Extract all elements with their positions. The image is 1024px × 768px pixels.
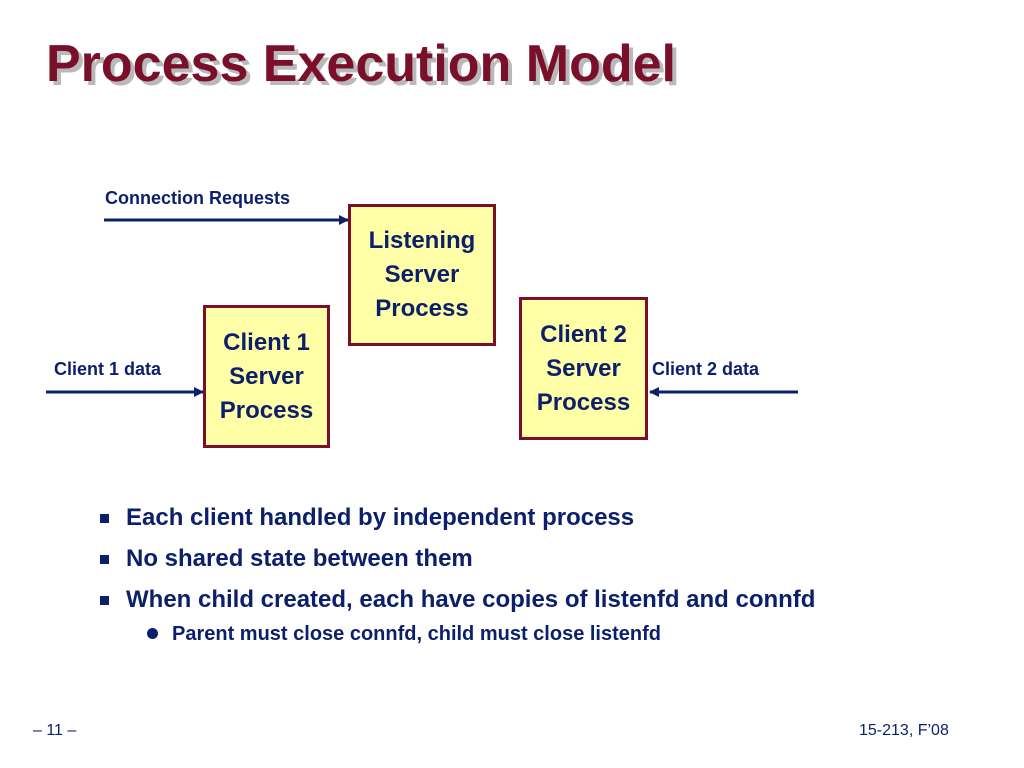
listening-server-process-text: Listening Server Process	[368, 227, 476, 322]
bullet-text: No shared state between them	[126, 545, 473, 572]
client1-server-process-text: Client 1 Server Process	[219, 328, 314, 424]
bullet-text: When child created, each have copies of …	[126, 586, 816, 613]
square-bullet-icon	[100, 596, 109, 605]
client2-server-process-text: Client 2 Server Process	[536, 320, 631, 416]
round-bullet-icon	[147, 628, 158, 639]
bullet-text: Each client handled by independent proce…	[126, 504, 635, 531]
bullet-item: When child created, each have copies of …	[100, 584, 815, 616]
bullet-item: Each client handled by independent proce…	[100, 502, 815, 534]
client1-server-process-box: Client 1 Server Process	[203, 305, 330, 448]
bullet-list: Each client handled by independent proce…	[100, 502, 815, 647]
client2-data-label: Client 2 data	[652, 359, 760, 379]
page-number: – 11 –	[33, 722, 77, 739]
sub-bullet-list: Parent must close connfd, child must clo…	[100, 621, 815, 647]
slide-title: Process Execution Model	[46, 35, 676, 93]
listening-server-process-box: Listening Server Process	[348, 204, 496, 346]
connection-requests-label: Connection Requests	[105, 188, 291, 208]
sub-bullet-container: Parent must close connfd, child must clo…	[100, 621, 815, 647]
bullet-item: No shared state between them	[100, 543, 815, 575]
sub-bullet-text: Parent must close connfd, child must clo…	[172, 623, 661, 645]
square-bullet-icon	[100, 555, 109, 564]
sub-bullet-item: Parent must close connfd, child must clo…	[100, 621, 815, 647]
square-bullet-icon	[100, 514, 109, 523]
client1-data-label: Client 1 data	[54, 359, 162, 379]
course-label: 15-213, F’08	[859, 722, 949, 739]
client2-server-process-box: Client 2 Server Process	[519, 297, 648, 440]
